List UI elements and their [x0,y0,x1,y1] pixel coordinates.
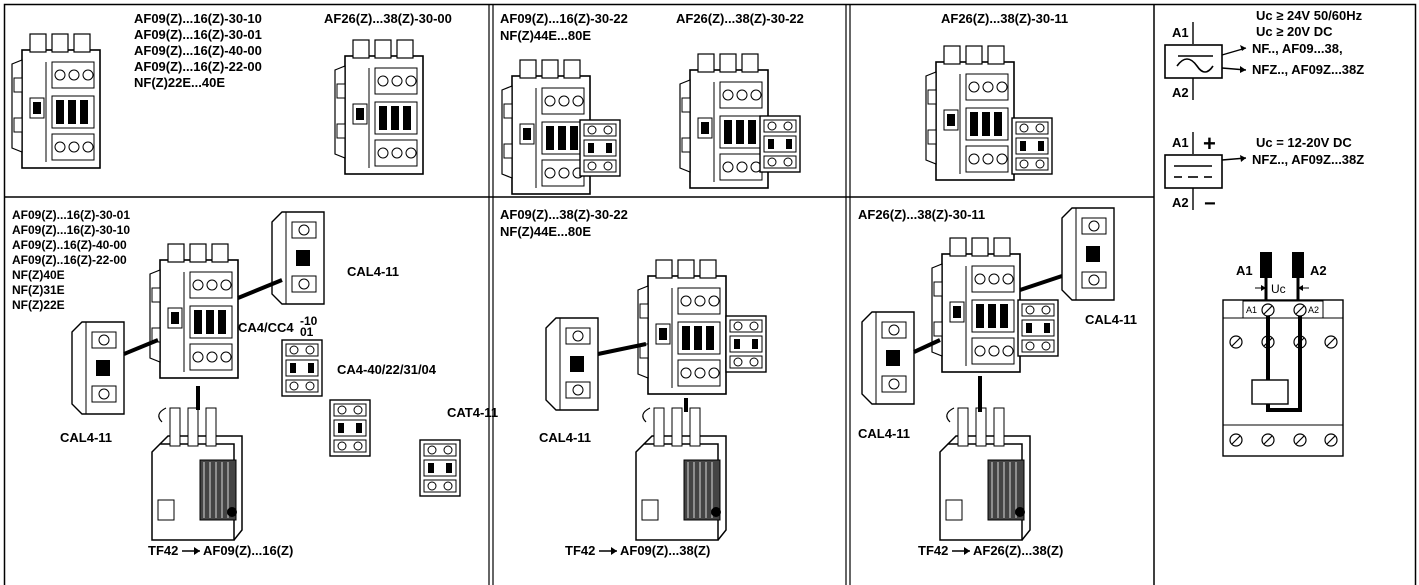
minus-icon: − [1204,193,1216,215]
ac-coil-symbol: A1 A2 [1164,22,1223,100]
model-label: NF(Z)40E [12,268,65,282]
model-label: AF09(Z)...16(Z)-30-22 [500,11,628,26]
contactor-drawing [931,237,1059,373]
coil-compat-text: NFZ.., AF09Z...38Z [1252,152,1364,167]
side-aux-drawing [545,317,599,411]
side-aux-drawing [861,311,915,405]
side-aux-drawing [271,211,325,305]
model-label: AF09(Z)...16(Z)-30-10 [134,11,262,26]
top-panel-1: AF09(Z)...16(Z)-30-10 AF09(Z)...16(Z)-30… [11,11,452,175]
contactor-drawing [149,243,239,379]
terminal-a1-label: A1 [1172,25,1189,40]
model-label: AF09(Z)...16(Z)-40-00 [134,43,262,58]
coil-compat-text: NF.., AF09...38, [1252,41,1343,56]
arrow-right-icon [182,547,200,555]
terminal-a2-label: A2 [1310,263,1327,278]
relay-drawing [151,407,243,541]
mounting-lines [123,278,283,410]
model-label: AF09(Z)...16(Z)-22-00 [134,59,262,74]
contactor-drawing [637,259,767,395]
relay-model-label: TF42 [918,543,948,558]
arrow-right-icon [952,547,970,555]
model-label: AF26(Z)...38(Z)-30-11 [941,11,1068,26]
model-label: AF09(Z)..16(Z)-22-00 [12,253,127,267]
uc-label: Uc [1271,282,1286,296]
model-label: AF26(Z)...38(Z)-30-00 [324,11,452,26]
arrow-right-icon [599,547,617,555]
top-panel-2: AF09(Z)...16(Z)-30-22 NF(Z)44E...80E AF2… [500,11,804,195]
coil-terminal-diagram: A1 A2 Uc A1 A2 [1222,252,1344,457]
relay-model-label: TF42 [148,543,178,558]
arrow-right-icon [1221,45,1247,56]
contactor-drawing [925,45,1053,181]
relay-compat-label: AF09(Z)...38(Z) [620,543,710,558]
bottom-panel-1: AF09(Z)...16(Z)-30-01 AF09(Z)...16(Z)-30… [12,208,498,558]
model-label: AF09(Z)...16(Z)-30-10 [12,223,130,237]
model-label: NF(Z)22E [12,298,65,312]
model-label: AF09(Z)...38(Z)-30-22 [500,207,628,222]
model-label: AF26(Z)...38(Z)-30-22 [676,11,804,26]
accessory-label: CAL4-11 [539,430,591,445]
aux-block-drawing [281,339,323,397]
coil-voltage-text: Uc ≥ 20V DC [1256,24,1333,39]
plus-icon: + [1203,131,1216,156]
model-label: NF(Z)31E [12,283,65,297]
dc-coil-symbol: A1 + A2 − [1164,131,1223,215]
aux-block-drawing [329,399,371,457]
accessory-label: CAT4-11 [447,405,498,420]
accessory-label: CAL4-11 [1085,312,1137,327]
accessory-label: 01 [300,325,314,339]
model-label: AF09(Z)...16(Z)-30-01 [134,27,262,42]
model-label: AF09(Z)..16(Z)-40-00 [12,238,127,252]
coil-voltage-text: Uc = 12-20V DC [1256,135,1352,150]
relay-drawing [939,407,1031,541]
terminal-tag: A2 [1308,305,1319,315]
relay-compat-label: AF09(Z)...16(Z) [203,543,293,558]
sine-wave-icon [1176,58,1214,73]
terminal-a1-label: A1 [1172,135,1189,150]
arrow-right-icon [1221,66,1247,73]
relay-footer: TF42 AF26(Z)...38(Z) [918,543,1063,558]
relay-footer: TF42 AF09(Z)...16(Z) [148,543,293,558]
grid-lines [3,3,1417,585]
mounting-lines [597,342,688,412]
model-label: AF09(Z)...16(Z)-30-01 [12,208,130,222]
aux-block-drawing [419,439,461,497]
coil-voltage-text: Uc ≥ 24V 50/60Hz [1256,8,1363,23]
terminal-a1-label: A1 [1236,263,1253,278]
relay-compat-label: AF26(Z)...38(Z) [973,543,1063,558]
side-aux-drawing [1061,207,1115,301]
accessory-label: -10 [300,314,318,328]
top-panel-3: AF26(Z)...38(Z)-30-11 [925,11,1068,181]
model-label: AF26(Z)...38(Z)-30-11 [858,207,985,222]
model-label: NF(Z)22E...40E [134,75,225,90]
model-label: NF(Z)44E...80E [500,28,591,43]
relay-model-label: TF42 [565,543,595,558]
terminal-tag: A1 [1246,305,1257,315]
contactor-drawing [11,33,101,169]
accessory-label: CA4/CC4 [238,320,294,335]
terminal-a2-label: A2 [1172,195,1189,210]
relay-footer: TF42 AF09(Z)...38(Z) [565,543,710,558]
coil-compat-text: NFZ.., AF09Z...38Z [1252,62,1364,77]
arrow-right-icon [1221,155,1247,162]
contactor-drawing [501,59,621,195]
accessory-label: CAL4-11 [858,426,910,441]
contactor-drawing [334,39,424,175]
bottom-panel-2: AF09(Z)...38(Z)-30-22 NF(Z)44E...80E CAL… [500,207,767,558]
bottom-panel-3: AF26(Z)...38(Z)-30-11 CAL4-11 CAL4-11 TF… [858,207,1137,558]
accessory-label: CAL4-11 [60,430,112,445]
accessory-label: CAL4-11 [347,264,399,279]
side-aux-drawing [71,321,125,415]
relay-drawing [635,407,727,541]
accessory-label: CA4-40/22/31/04 [337,362,437,377]
contactor-drawing [679,53,801,189]
terminal-a2-label: A2 [1172,85,1189,100]
mounting-lines [913,274,1063,412]
model-label: NF(Z)44E...80E [500,224,591,239]
coil-panel: A1 A2 Uc ≥ 24V 50/60Hz Uc ≥ 20V DC NF..,… [1164,8,1364,457]
